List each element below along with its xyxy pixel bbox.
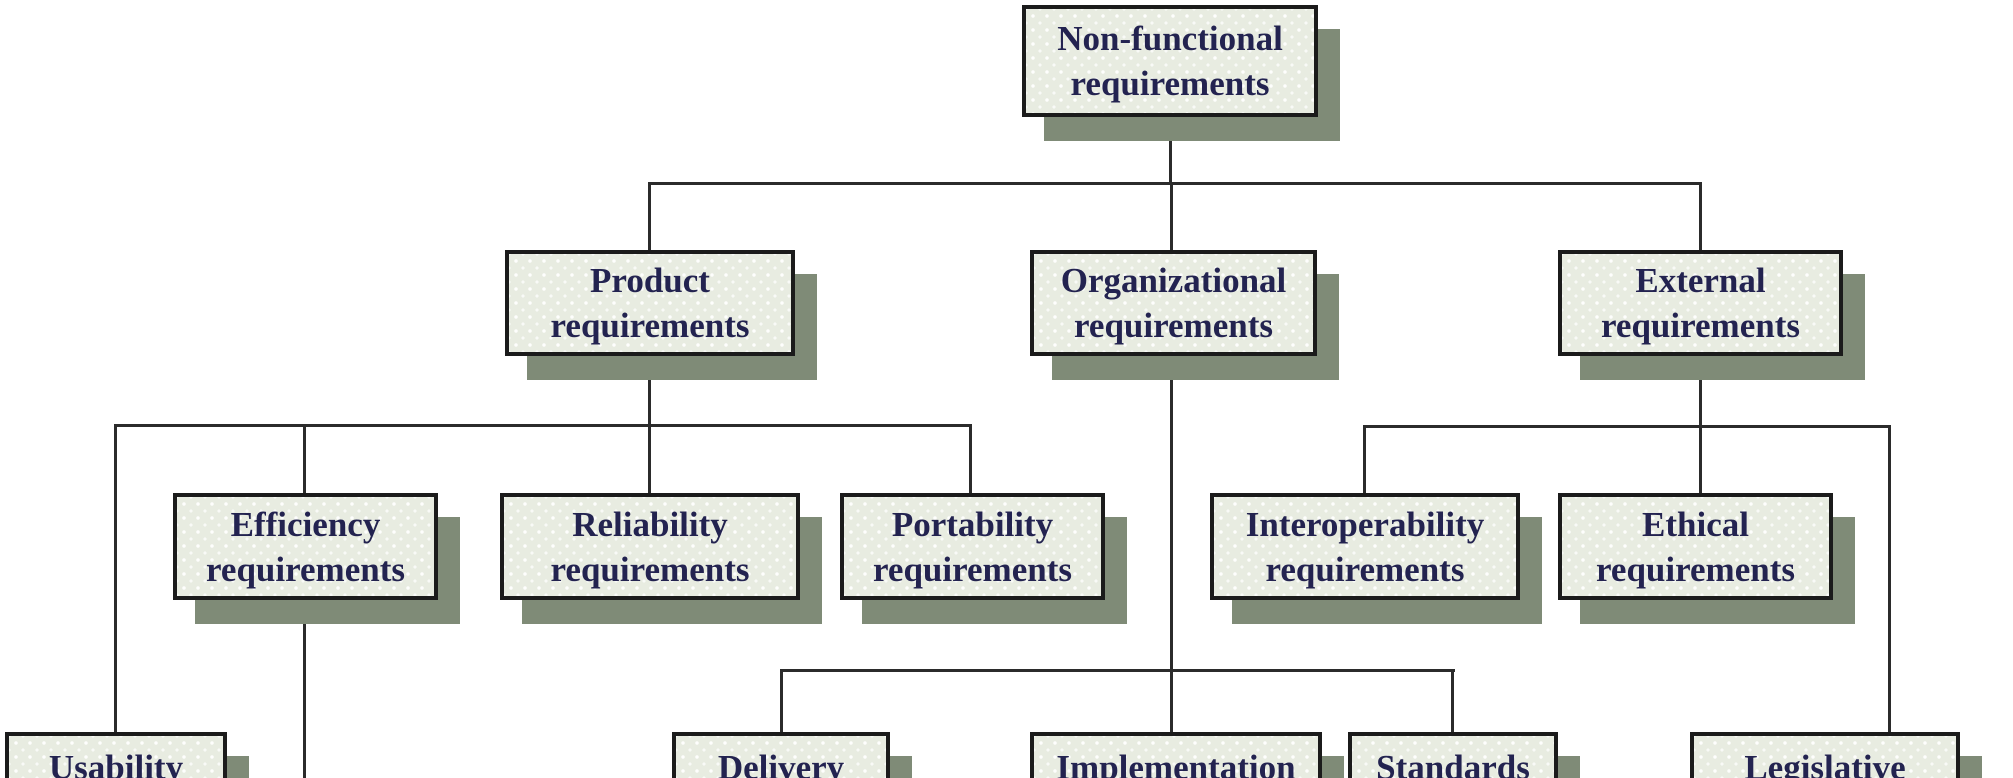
connector-to-interoperability (1363, 428, 1366, 493)
node-product-requirements: Product requirements (505, 250, 795, 356)
node-non-functional-requirements: Non-functional requirements (1022, 5, 1318, 117)
node-label: External requirements (1601, 261, 1800, 345)
connector-to-reliability (648, 427, 651, 493)
connector-external-drop (1699, 356, 1702, 493)
node-label: Ethical requirements (1596, 504, 1795, 589)
node-label: Product requirements (550, 261, 750, 345)
connector-efficiency-drop (303, 600, 306, 778)
connector-ext-children-bus (1363, 425, 1891, 428)
node-label: Organizational requirements (1060, 261, 1287, 345)
connector-to-portability (969, 427, 972, 493)
node-reliability-requirements: Reliability requirements (500, 493, 800, 600)
node-external-requirements: External requirements (1558, 250, 1843, 356)
node-label: Interoperability requirements (1245, 504, 1485, 589)
connector-to-usability (114, 427, 117, 732)
connector-to-implementation (1170, 672, 1173, 732)
connector-root-drop (1169, 115, 1172, 182)
node-label: Efficiency requirements (206, 504, 405, 589)
connector-to-efficiency (303, 427, 306, 493)
connector-to-legislative (1888, 428, 1891, 732)
node-delivery-requirements: Delivery (672, 732, 890, 778)
node-label: Portability requirements (873, 504, 1072, 589)
connector-product-children-bus (114, 424, 972, 427)
node-legislative-requirements: Legislative (1690, 732, 1960, 778)
node-portability-requirements: Portability requirements (840, 493, 1105, 600)
node-label: Legislative (1744, 748, 1906, 778)
connector-product-drop (648, 356, 651, 424)
node-implementation-requirements: Implementation (1030, 732, 1322, 778)
node-ethical-requirements: Ethical requirements (1558, 493, 1833, 600)
node-label: Non-functional requirements (1057, 19, 1283, 103)
node-label: Delivery (717, 748, 845, 778)
node-organizational-requirements: Organizational requirements (1030, 250, 1317, 356)
connector-to-organizational (1170, 185, 1173, 250)
node-efficiency-requirements: Efficiency requirements (173, 493, 438, 600)
node-standards-requirements: Standards (1348, 732, 1558, 778)
connector-to-standards (1451, 672, 1454, 732)
node-label: Usability (48, 748, 184, 778)
node-interoperability-requirements: Interoperability requirements (1210, 493, 1520, 600)
connector-organizational-drop (1170, 356, 1173, 669)
node-label: Reliability requirements (550, 504, 750, 589)
connector-org-children-bus (780, 669, 1455, 672)
connector-level2-bus (648, 182, 1702, 185)
connector-to-external (1699, 185, 1702, 250)
connector-to-product (648, 185, 651, 250)
node-label: Standards (1376, 748, 1530, 778)
node-label: Implementation (1056, 748, 1296, 778)
connector-to-delivery (780, 672, 783, 732)
node-usability-requirements: Usability (5, 732, 227, 778)
